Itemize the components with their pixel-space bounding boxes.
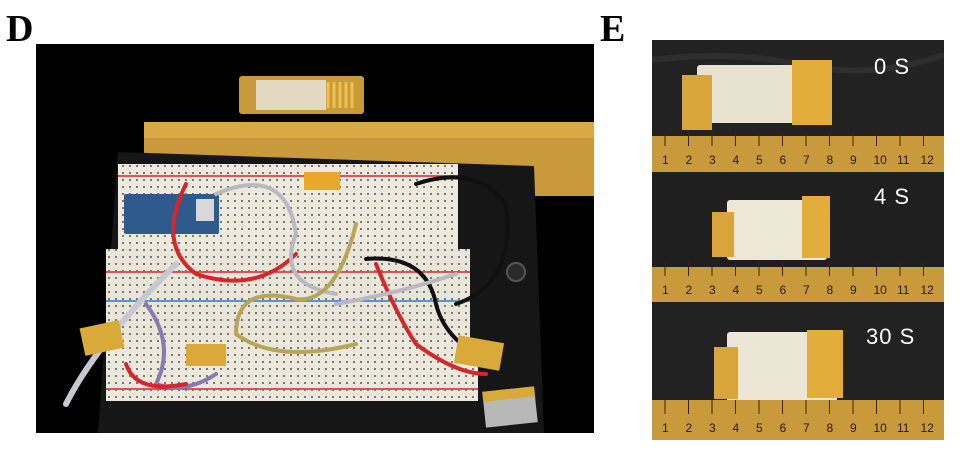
- ruler-number: 5: [756, 153, 763, 167]
- ruler-number: 7: [803, 153, 810, 167]
- ruler-number: 5: [756, 283, 763, 297]
- ruler-number: 9: [850, 421, 857, 435]
- panel-label-d: D: [6, 8, 34, 50]
- ruler-number: 4: [733, 153, 740, 167]
- ruler-number: 2: [686, 283, 693, 297]
- ruler-number: 12: [921, 153, 935, 167]
- ruler-number: 11: [897, 421, 910, 435]
- ruler-number: 8: [827, 153, 834, 167]
- ruler-number: 6: [780, 153, 787, 167]
- flexible-heater-sample: [239, 76, 364, 114]
- ruler-number: 3: [709, 153, 716, 167]
- time-label: 30 S: [866, 324, 916, 349]
- ruler-number: 4: [733, 283, 740, 297]
- ruler-number: 3: [709, 283, 716, 297]
- kapton-tape: [304, 172, 340, 190]
- ruler-number: 10: [874, 421, 888, 435]
- ruler-number: 11: [897, 153, 910, 167]
- breadboard-circuit-illustration: [36, 44, 594, 433]
- ruler-number: 10: [874, 283, 888, 297]
- ruler-number: 5: [756, 421, 763, 435]
- ruler-number: 11: [897, 283, 910, 297]
- ruler-number: 7: [803, 283, 810, 297]
- ruler-number: 12: [921, 421, 935, 435]
- ruler-number: 3: [709, 421, 716, 435]
- ruler-number: 7: [803, 421, 810, 435]
- ruler-number: 2: [686, 153, 693, 167]
- ruler-number: 4: [733, 421, 740, 435]
- time-label: 0 S: [874, 54, 911, 79]
- ruler-number: 6: [780, 283, 787, 297]
- ruler-number: 2: [686, 421, 693, 435]
- microcontroller-board: [124, 194, 219, 234]
- ruler-number: 1: [662, 153, 669, 167]
- barrel-jack: [506, 262, 526, 282]
- time-label: 4 S: [874, 184, 911, 209]
- ruler-number: 9: [850, 153, 857, 167]
- ruler-number: 12: [921, 283, 935, 297]
- ruler-number: 8: [827, 421, 834, 435]
- lipo-batteries: [79, 320, 538, 428]
- ruler-number: 9: [850, 283, 857, 297]
- ruler-number: 10: [874, 153, 888, 167]
- ruler-number: 1: [662, 421, 669, 435]
- ruler-number: 1: [662, 283, 669, 297]
- wifi-module: [196, 199, 214, 221]
- breadboard-circuit-photo: [36, 44, 594, 433]
- ruler-number: 8: [827, 283, 834, 297]
- ruler-number: 6: [780, 421, 787, 435]
- panel-label-e: E: [600, 8, 626, 50]
